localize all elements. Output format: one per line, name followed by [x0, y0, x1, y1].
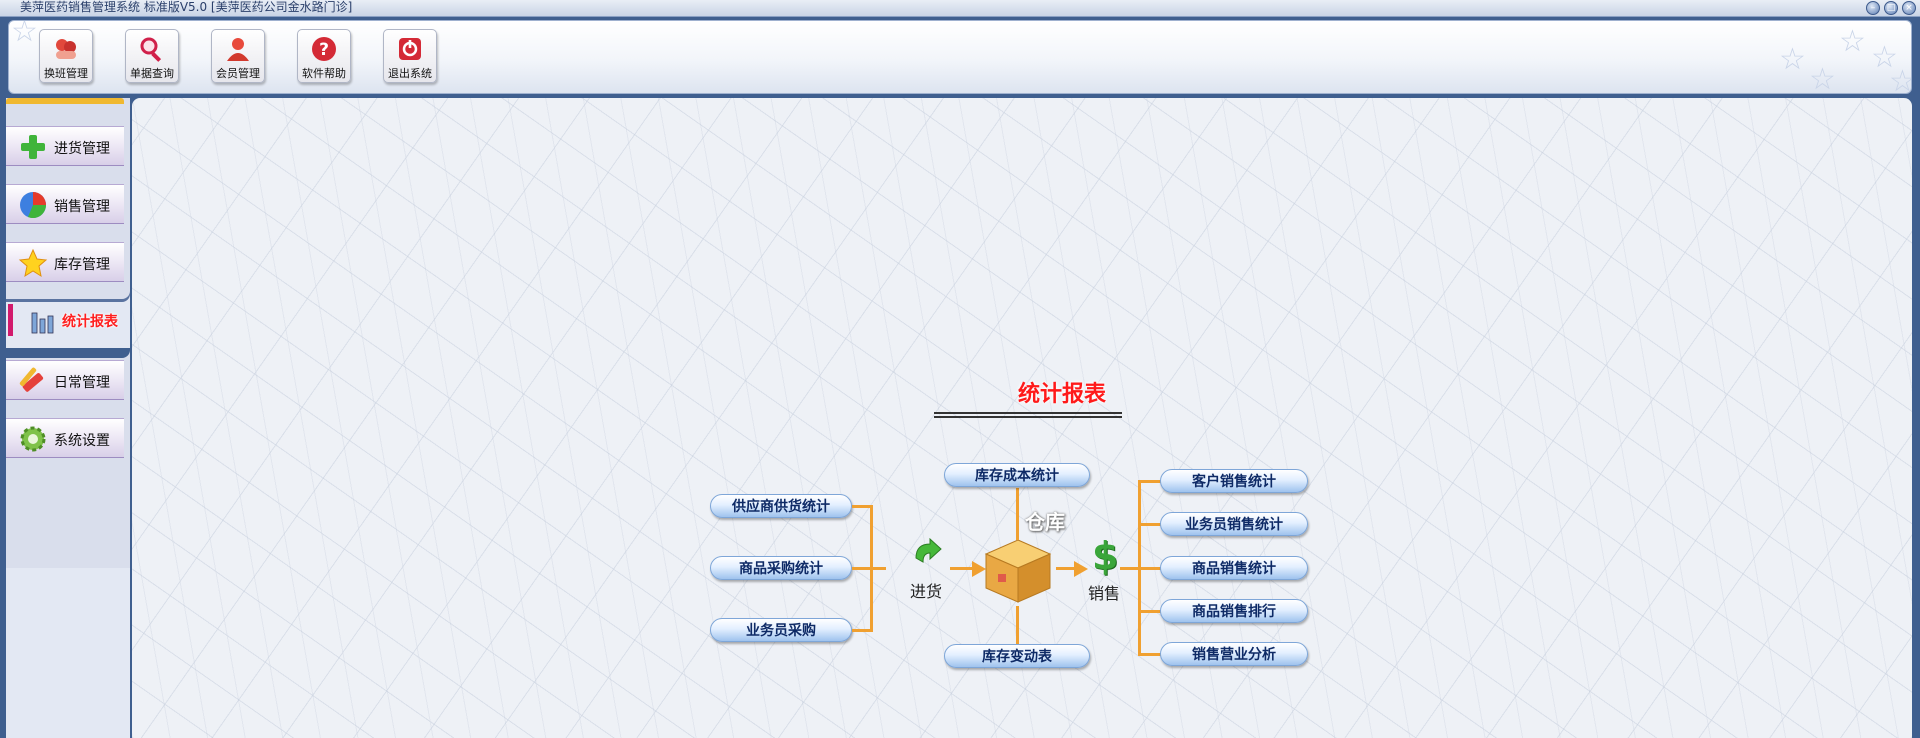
shift-management-label: 换班管理: [44, 67, 88, 80]
sidebar-item-label: 库存管理: [54, 257, 110, 273]
maximize-button[interactable]: □: [1884, 1, 1898, 15]
arrow-right-icon: [972, 561, 986, 577]
sidebar-item-statistics[interactable]: 统计报表: [6, 300, 124, 340]
salesman-purchase-button[interactable]: 业务员采购: [710, 618, 852, 642]
star-decoration-icon: ☆: [1809, 62, 1836, 94]
sidebar-item-label: 日常管理: [54, 375, 110, 391]
connector-line: [870, 567, 886, 570]
purchase-arrow-icon: [915, 538, 942, 563]
customer-sales-stats-button[interactable]: 客户销售统计: [1160, 469, 1308, 493]
pie-icon: [20, 192, 46, 218]
sidebar: 进货管理 销售管理 库存管理 统计报表 日常管理: [6, 98, 130, 738]
svg-text:?: ?: [319, 40, 329, 60]
shift-icon: [56, 39, 76, 59]
sidebar-item-purchase[interactable]: 进货管理: [6, 126, 124, 166]
stock-change-table-button[interactable]: 库存变动表: [944, 644, 1090, 668]
window-controls: – □ ×: [1866, 1, 1916, 15]
connector-line: [1138, 523, 1162, 526]
star-decoration-icon: ☆: [11, 20, 38, 49]
arrow-right-icon: [1074, 561, 1088, 577]
title-underline: [934, 412, 1122, 414]
connector-line: [1016, 488, 1019, 540]
product-sales-stats-button[interactable]: 商品销售统计: [1160, 556, 1308, 580]
toolbar: ☆ ☆ ☆ ☆ ☆ ☆ 换班管理 单据查询 会员管理 ? 软件帮助: [8, 20, 1912, 94]
close-button[interactable]: ×: [1902, 1, 1916, 15]
purchase-label: 进货: [910, 582, 943, 601]
minimize-button[interactable]: –: [1866, 1, 1880, 15]
plus-icon: [21, 135, 45, 159]
star-icon: [18, 248, 48, 278]
active-indicator: [8, 304, 13, 336]
connector-line: [1120, 567, 1140, 570]
exit-system-label: 退出系统: [388, 67, 432, 80]
warehouse-box-icon: [984, 539, 1052, 603]
stock-cost-stats-button[interactable]: 库存成本统计: [944, 463, 1090, 487]
member-management-button[interactable]: 会员管理: [211, 29, 265, 83]
sidebar-item-label: 销售管理: [54, 199, 110, 215]
star-decoration-icon: ☆: [1889, 67, 1911, 94]
sidebar-item-inventory[interactable]: 库存管理: [6, 242, 124, 282]
sidebar-item-settings[interactable]: 系统设置: [6, 418, 124, 458]
product-purchase-stats-button[interactable]: 商品采购统计: [710, 556, 852, 580]
connector-line: [1138, 610, 1162, 613]
dollar-icon: $: [1092, 534, 1119, 578]
main-panel: 统计报表 供应商供货统计 商品采购统计 业务员采购 进货 仓库 库存成本统计 库…: [132, 98, 1912, 738]
bar-chart-icon: [31, 312, 54, 334]
exit-system-button[interactable]: 退出系统: [383, 29, 437, 83]
salesman-sales-stats-button[interactable]: 业务员销售统计: [1160, 512, 1308, 536]
gear-icon: [20, 426, 46, 452]
connector-line: [852, 505, 872, 508]
window-title: 美萍医药销售管理系统 标准版V5.0 [美萍医药公司金水路门诊]: [20, 0, 353, 14]
member-management-label: 会员管理: [216, 67, 260, 80]
page-title: 统计报表: [1017, 382, 1106, 407]
sidebar-item-label: 系统设置: [54, 433, 110, 449]
connector-line: [1056, 567, 1076, 570]
supplier-supply-stats-button[interactable]: 供应商供货统计: [710, 494, 852, 518]
connector-line: [1138, 480, 1162, 483]
connector-line: [1138, 567, 1162, 570]
title-underline: [934, 416, 1122, 418]
shift-management-button[interactable]: 换班管理: [39, 29, 93, 83]
magnifier-icon: [140, 37, 162, 62]
star-decoration-icon: ☆: [1839, 24, 1866, 59]
member-icon: [227, 38, 249, 61]
sidebar-item-label: 统计报表: [62, 314, 118, 330]
warehouse-label: 仓库: [1025, 510, 1065, 534]
connector-line: [1138, 653, 1162, 656]
sidebar-item-sales[interactable]: 销售管理: [6, 184, 124, 224]
star-decoration-icon: ☆: [1779, 42, 1806, 77]
document-query-label: 单据查询: [130, 67, 174, 80]
sales-business-analysis-button[interactable]: 销售营业分析: [1160, 642, 1308, 666]
connector-line: [1016, 606, 1019, 646]
help-icon: ?: [312, 37, 336, 61]
product-sales-ranking-button[interactable]: 商品销售排行: [1160, 599, 1308, 623]
title-bar: 美萍医药销售管理系统 标准版V5.0 [美萍医药公司金水路门诊] – □ ×: [0, 0, 1920, 17]
tools-icon: [19, 367, 44, 392]
sidebar-item-daily[interactable]: 日常管理: [6, 360, 124, 400]
star-decoration-icon: ☆: [1871, 40, 1898, 75]
sales-label: 销售: [1088, 584, 1121, 603]
power-icon: [399, 38, 421, 60]
sidebar-item-label: 进货管理: [54, 141, 110, 157]
connector-line: [852, 567, 872, 570]
document-query-button[interactable]: 单据查询: [125, 29, 179, 83]
connector-line: [950, 567, 974, 570]
software-help-button[interactable]: ? 软件帮助: [297, 29, 351, 83]
software-help-label: 软件帮助: [302, 67, 346, 80]
connector-line: [852, 629, 872, 632]
